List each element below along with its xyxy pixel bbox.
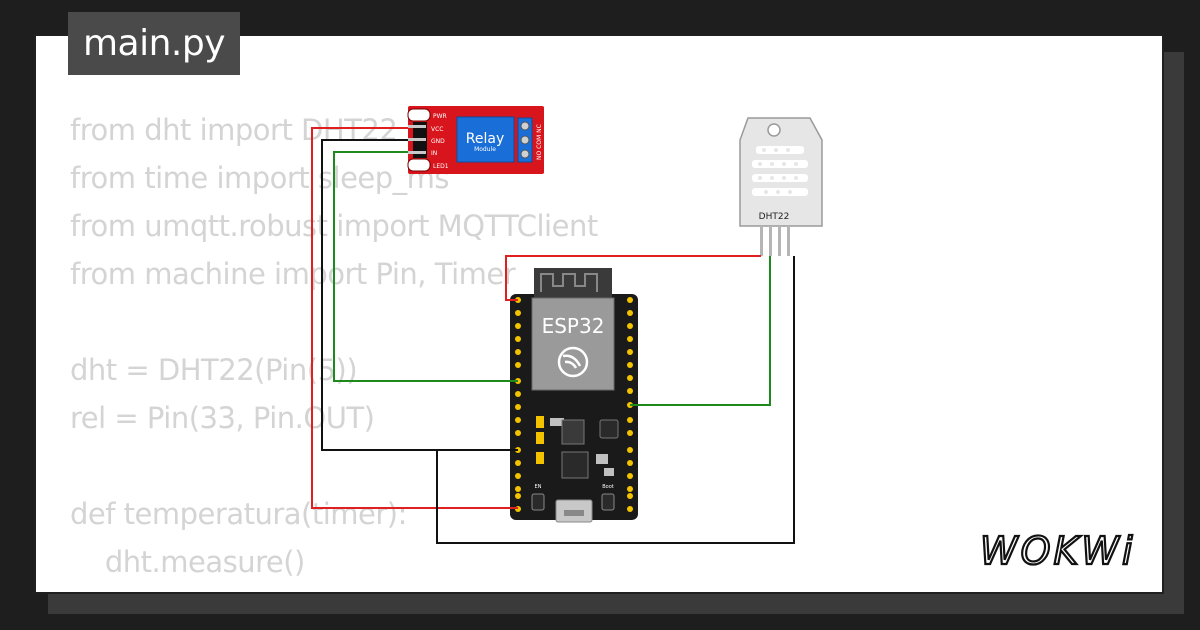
- wire-dht-gnd[interactable]: [436, 256, 795, 544]
- dht22-grille: [752, 146, 808, 196]
- esp32-usb-chip: [561, 451, 589, 479]
- esp32-left-pins[interactable]: [515, 297, 521, 512]
- relay-pin-in[interactable]: [408, 151, 426, 154]
- code-line: from umqtt.robust import MQTTClient: [70, 209, 598, 243]
- terminal-screw-icon: [520, 149, 530, 159]
- relay-vcc-label: VCC: [431, 126, 443, 133]
- dht22-pin-gnd[interactable]: [787, 226, 790, 256]
- code-line: from dht import DHT22: [70, 113, 398, 147]
- wire-relay-vcc[interactable]: [311, 127, 518, 509]
- file-name-tab[interactable]: main.py: [68, 12, 240, 75]
- relay-led-pwr: [407, 108, 431, 122]
- code-line: from machine import Pin, Timer: [70, 257, 516, 291]
- wire-relay-gnd[interactable]: [321, 139, 518, 451]
- usb-port-slot: [564, 510, 584, 516]
- dht22-grille-dots: [758, 148, 798, 194]
- code-line: dht.measure(): [70, 545, 305, 579]
- espressif-logo-icon: [557, 346, 589, 378]
- wokwi-logo-text: WOKWi: [980, 529, 1136, 573]
- wires: [311, 127, 795, 544]
- file-name-label: main.py: [82, 23, 226, 64]
- esp32-en-button[interactable]: [531, 493, 545, 511]
- esp32-board[interactable]: ESP32: [510, 268, 638, 523]
- dht22-mount-hole: [767, 123, 781, 137]
- esp32-component: [550, 418, 564, 426]
- relay-led1-label: LED1: [433, 163, 449, 170]
- relay-title: Relay: [466, 131, 504, 147]
- dht22-pin-nc[interactable]: [778, 226, 781, 256]
- relay-subtitle: Module: [474, 146, 496, 153]
- esp32-antenna-area: [534, 268, 612, 298]
- antenna-trace-icon: [540, 273, 598, 292]
- code-line: dht = DHT22(Pin(5)): [70, 353, 358, 387]
- esp32-capacitor: [536, 432, 544, 444]
- esp32-capacitor: [536, 452, 544, 464]
- relay-in-label: IN: [431, 150, 437, 157]
- esp32-boot-label: Boot: [602, 484, 614, 490]
- esp32-component: [604, 468, 614, 476]
- esp32-capacitor: [536, 416, 544, 428]
- esp32-button-small[interactable]: [599, 419, 619, 439]
- code-line: rel = Pin(33, Pin.OUT): [70, 401, 375, 435]
- code-line: def temperatura(timer):: [70, 497, 407, 531]
- esp32-en-label: EN: [535, 484, 542, 490]
- dht22-sensor[interactable]: DHT22: [739, 117, 823, 256]
- wire-dht-sda[interactable]: [630, 256, 771, 406]
- wokwi-logo: WOKWi: [979, 528, 1136, 574]
- relay-pin-vcc[interactable]: [408, 125, 426, 128]
- terminal-screw-icon: [520, 135, 530, 145]
- wire-relay-in[interactable]: [333, 151, 518, 382]
- dht22-pin-vcc[interactable]: [760, 226, 763, 256]
- wire-dht-vcc[interactable]: [505, 255, 761, 301]
- relay-terminals-label: NO COM NC: [536, 124, 543, 160]
- relay-led-1: [407, 158, 431, 172]
- relay-block: [456, 116, 515, 163]
- esp32-module-shield: [531, 297, 615, 391]
- dht22-body: [739, 117, 823, 227]
- code-preview: from dht import DHT22 from time import s…: [70, 106, 598, 586]
- relay-gnd-label: GND: [431, 138, 445, 145]
- esp32-component: [596, 454, 608, 464]
- dht22-pin-sda[interactable]: [769, 226, 772, 256]
- esp32-regulator: [561, 419, 585, 445]
- terminal-screw-icon: [520, 121, 530, 131]
- dht22-label: DHT22: [759, 212, 790, 222]
- relay-pin-gnd[interactable]: [408, 138, 426, 141]
- esp32-label: ESP32: [542, 314, 605, 338]
- relay-pwr-label: PWR: [433, 113, 447, 120]
- esp32-boot-button[interactable]: [601, 493, 615, 511]
- relay-module[interactable]: PWR LED1 VCC GND IN Relay Module NO COM …: [407, 106, 544, 174]
